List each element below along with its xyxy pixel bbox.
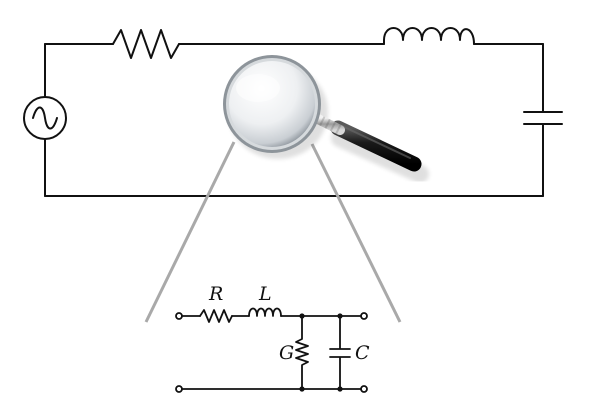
- label-c: C: [355, 342, 370, 364]
- label-l: L: [258, 283, 272, 305]
- terminal-bottom-right: [360, 385, 368, 393]
- zoom-guide-right: [310, 143, 402, 323]
- node-g-top: [299, 313, 305, 319]
- rlgc-section: R L G C: [175, 283, 370, 393]
- ac-source-icon: [23, 96, 67, 140]
- top-circuit: [23, 27, 563, 197]
- magnifying-glass-icon: [223, 55, 429, 183]
- inductor-symbol: [383, 27, 475, 45]
- resistor-symbol: [112, 29, 180, 59]
- series-resistor: [199, 309, 233, 323]
- label-r: R: [208, 283, 223, 305]
- node-c-bottom: [337, 386, 343, 392]
- shunt-capacitor: [329, 315, 351, 390]
- series-inductor: [248, 307, 282, 317]
- node-g-bottom: [299, 386, 305, 392]
- zoom-guide-left: [144, 141, 236, 323]
- node-c-top: [337, 313, 343, 319]
- capacitor-symbol: [523, 111, 563, 125]
- terminal-top-right: [360, 312, 368, 320]
- shunt-conductance: [295, 315, 309, 390]
- label-g: G: [279, 342, 294, 364]
